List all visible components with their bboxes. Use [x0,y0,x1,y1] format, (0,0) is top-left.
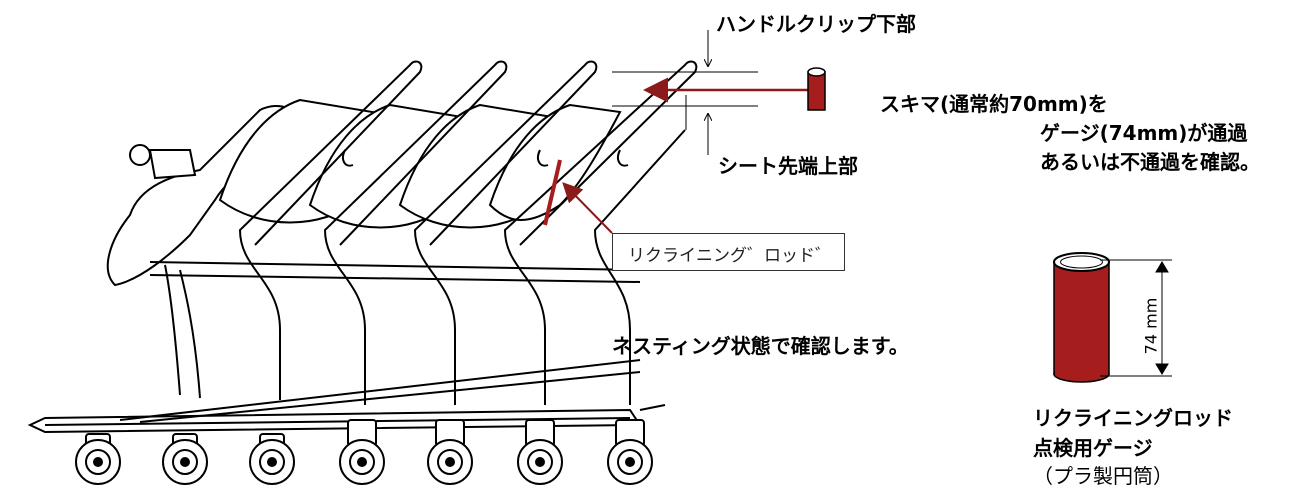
gauge-title-line3: （プラ製円筒） [1033,464,1173,488]
gap-note-line3: あるいは不通過を確認。 [1040,150,1260,174]
gauge-dimension-text: 74 mm [1141,297,1161,355]
gap-note-line2: ゲージ(74mm)が通過 [1040,121,1248,145]
gap-note-line1: スキマ(通常約70mm)を [880,92,1108,116]
gauge-dimension-label: 74 mm [1136,296,1166,356]
nesting-note: ネスティング状態で確認します。 [612,334,909,358]
gauge-title-line2: 点検用ゲージ [1033,436,1153,460]
handle-clip-bottom-label: ハンドルクリップ下部 [716,12,916,36]
recline-rod-callout [612,233,845,271]
gauge-cylinder [1053,252,1110,383]
rod-leader-line [562,182,613,234]
nested-chairs [106,60,698,405]
gauge-dimension-line [1100,259,1172,377]
seat-tip-top-label: シート先端上部 [718,154,858,178]
small-gauge [807,67,826,111]
gauge-title-line1: リクライニングロッド [1033,406,1233,430]
recline-rod-label: リクライニング゛ロッド゛ [628,246,832,266]
cart-wheels [75,419,653,485]
recline-rod [543,159,562,226]
